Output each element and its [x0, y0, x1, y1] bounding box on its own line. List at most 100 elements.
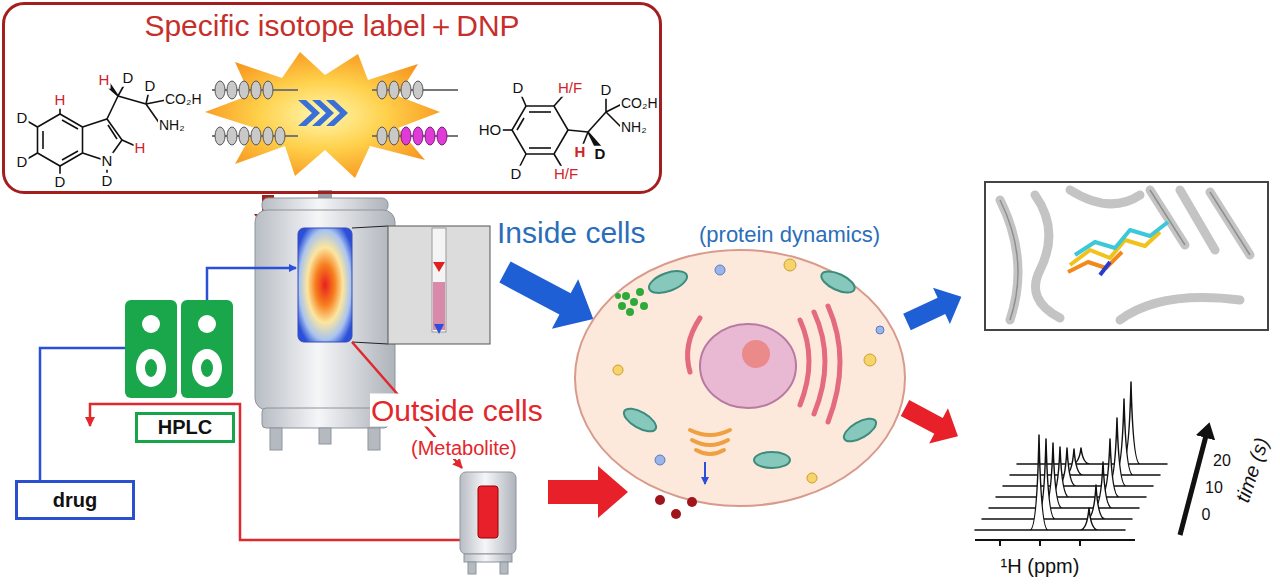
- small-magnet-part: [478, 486, 498, 538]
- axis-label: 0: [1201, 506, 1212, 524]
- nmr-magnet-part: [433, 282, 445, 330]
- atom-label: H: [54, 92, 67, 109]
- dnp-burst-part-part: [389, 81, 399, 99]
- cell-illustration-part-part: [646, 267, 690, 298]
- cell-illustration-part-part: [613, 365, 623, 375]
- section-label: (Metabolite): [410, 437, 518, 459]
- dnp-burst-part-part: [239, 81, 249, 99]
- atom-label: D: [122, 70, 135, 87]
- tubing-part: [40, 348, 125, 480]
- cell-illustration-part-part: [876, 326, 884, 334]
- atom-label: H: [574, 144, 587, 161]
- section-label: (protein dynamics): [698, 223, 881, 247]
- dnp-burst-part-part: [227, 127, 237, 145]
- atom-label: HO: [478, 122, 503, 139]
- dnp-burst-part-part: [437, 127, 447, 145]
- atom-label: D: [510, 166, 523, 183]
- atom-label: N: [101, 153, 114, 170]
- dnp-burst-part-part: [389, 127, 399, 145]
- nmr-magnet-part: [388, 226, 490, 344]
- dnp-burst-part-part: [425, 127, 435, 145]
- dnp-burst-part-part: [401, 127, 411, 145]
- stacked-spectra-part: [982, 439, 1132, 519]
- atom-label: D: [594, 146, 607, 163]
- cell-illustration-part: [688, 306, 840, 422]
- cell-illustration-part: [575, 250, 905, 506]
- atom-label: D: [144, 78, 157, 95]
- hplc-pumps-part: [198, 315, 216, 333]
- cell-illustration-part-part: [828, 306, 840, 422]
- stacked-spectra-part: [1003, 418, 1153, 486]
- stacked-spectra-part: [1010, 399, 1160, 475]
- cell-illustration-part-part: [784, 259, 796, 271]
- outside-arrow: [548, 466, 628, 518]
- axis-label: ¹H (ppm): [1000, 555, 1081, 577]
- dnp-burst-part-part: [227, 81, 237, 99]
- tyrosine-structure-part: [529, 147, 551, 149]
- atom-label: D: [54, 174, 67, 191]
- atom-label: D: [600, 82, 613, 99]
- cell-illustration-part-part: [626, 308, 634, 316]
- hplc-pumps-part: [181, 300, 233, 398]
- box-ground: [4, 4, 660, 192]
- stacked-spectra: [975, 382, 1167, 530]
- cell-illustration-part-part: [636, 288, 644, 296]
- dnp-burst-part-part: [275, 127, 285, 145]
- dnp-burst-part-part: [377, 81, 387, 99]
- axis-label: 10: [1204, 479, 1224, 497]
- dnp-burst-part: [215, 81, 285, 145]
- nmr-magnet-part: [298, 228, 352, 342]
- atom-label: CO₂H: [620, 96, 659, 111]
- tyrosine-structure: [490, 88, 622, 174]
- cell-illustration-part: [613, 259, 876, 483]
- dnp-burst-part-part: [239, 127, 249, 145]
- cell-illustration-part-part: [618, 302, 626, 310]
- stacked-spectra-part: [996, 439, 1146, 497]
- tyrosine-structure-part: [568, 130, 588, 132]
- atom-label: H: [98, 72, 111, 89]
- stacked-spectra-part: [975, 435, 1125, 530]
- cell-illustration-part-part: [692, 440, 728, 445]
- protein-structure-part: [1000, 190, 1250, 320]
- cell-illustration-part-part: [620, 404, 659, 436]
- cell-illustration-part-part: [814, 312, 825, 414]
- atom-label: D: [16, 110, 29, 127]
- small-magnet-part: [464, 554, 512, 562]
- protein-structure-part-part: [1075, 222, 1168, 255]
- cell-illustration-part: [655, 495, 697, 519]
- cell-illustration-part: [700, 324, 796, 408]
- small-magnet-part: [500, 562, 508, 574]
- protein-structure-part-part: [1035, 195, 1060, 318]
- protein-structure-part-part: [1120, 298, 1240, 321]
- dnp-burst-part: [401, 127, 447, 145]
- cell-illustration-part: [620, 267, 879, 468]
- dnp-burst-part-part: [263, 81, 273, 99]
- dnp-burst-part-part: [251, 81, 261, 99]
- cell-illustration-part-part: [715, 265, 725, 275]
- nmr-magnet-part: [433, 262, 445, 272]
- dnp-burst-part-part: [215, 81, 225, 99]
- cell-illustration-part-part: [671, 509, 681, 519]
- dnp-burst-part: [298, 100, 348, 126]
- tyrosine-structure-part: [588, 112, 606, 132]
- cell-illustration-part-part: [687, 497, 697, 507]
- protein-structure-part-part: [1210, 192, 1250, 255]
- nmr-magnet-part: [434, 324, 444, 334]
- small-magnet-part: [460, 472, 516, 554]
- cell-illustration-part-part: [655, 455, 665, 465]
- cell-illustration-part: [704, 462, 706, 484]
- nmr-magnet-part: [368, 428, 380, 450]
- dnp-burst-part: [377, 81, 423, 145]
- nmr-magnet-part: [255, 210, 395, 410]
- nmr-magnet-part: [432, 228, 446, 332]
- cell-illustration-part-part: [622, 292, 630, 300]
- atom-label: NH₂: [620, 120, 648, 135]
- dnp-burst: [205, 52, 458, 178]
- cell-illustration-part-part: [696, 450, 724, 454]
- structure-arrow: [899, 279, 970, 341]
- protein-structure-part: [1068, 222, 1168, 275]
- tryptophan-structure-part: [38, 114, 83, 166]
